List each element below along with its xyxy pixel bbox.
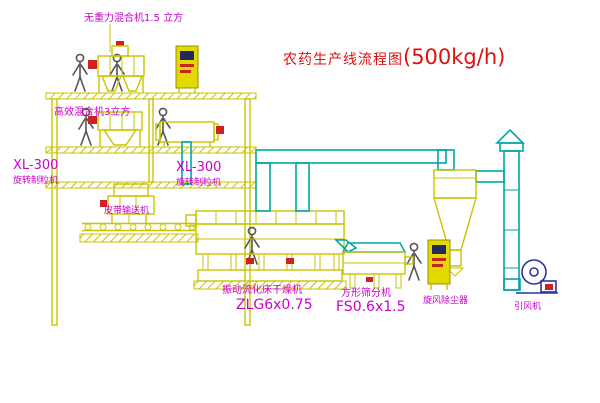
riser-duct (295, 162, 310, 212)
cabinet-screen (432, 245, 446, 254)
page-title: 农药生产线流程图(500kg/h) (283, 45, 505, 69)
control-cabinet (175, 45, 199, 93)
motor (88, 116, 97, 124)
gravity-free-mixer (88, 41, 145, 93)
fluid-bed-dryer (185, 210, 345, 282)
fan-inlet-duct (503, 278, 521, 291)
motor (88, 60, 97, 69)
floor-slab (45, 146, 257, 154)
dryer-base (197, 269, 343, 282)
label-granulator-left-model: XL-300 (13, 158, 58, 173)
column (244, 98, 251, 326)
discharge-flap (445, 267, 465, 277)
cyclone-discharge (448, 249, 462, 267)
spring (230, 253, 237, 271)
high-efficiency-mixer (88, 111, 143, 147)
spring (395, 273, 402, 289)
foundation-hatch (79, 233, 199, 243)
exhaust-stack (495, 128, 525, 291)
belt-conveyor (82, 222, 196, 232)
label-mixer2: 高效混合机3立方 (54, 105, 130, 118)
spring (258, 253, 265, 271)
sieve-outlet (404, 256, 414, 265)
label-granulator-center-model: XL-300 (176, 160, 221, 175)
column (51, 98, 58, 326)
label-granulator-left-name: 旋转制粒机 (13, 174, 58, 186)
vibration-motor (366, 277, 373, 282)
induced-draft-fan (503, 259, 558, 294)
rain-cap (495, 128, 525, 144)
label-fan: 引风机 (514, 300, 541, 312)
worker-figure (406, 242, 422, 281)
label-sieve-name: 方形筛分机 (341, 286, 391, 299)
sieve-feed-chute (334, 239, 358, 253)
building-frame (45, 92, 347, 326)
vibration-motor (286, 258, 294, 264)
motor (100, 200, 107, 207)
screw-feeder (155, 121, 224, 185)
main-duct (255, 149, 447, 164)
square-sieve (334, 239, 414, 289)
exhaust-duct (255, 149, 505, 212)
label-belt-conveyor: 皮带输送机 (104, 204, 149, 216)
floor-slab (45, 181, 257, 189)
floor-slab (45, 92, 257, 100)
spring (202, 253, 209, 271)
riser-duct (255, 162, 271, 212)
fan-motor (540, 280, 557, 293)
label-dust-collector: 旋风除尘器 (423, 294, 468, 306)
title-capacity: (500kg/h) (403, 45, 505, 69)
spring (373, 273, 380, 289)
label-top-mixer: 无重力混合机1.5 立方 (84, 11, 183, 24)
label-granulator-center-name: 旋转制粒机 (176, 176, 221, 188)
column (148, 98, 154, 183)
label-dryer-name: 振动流化床干燥机 (222, 283, 302, 296)
control-cabinet (427, 239, 451, 290)
label-dryer-model: ZLG6x0.75 (236, 297, 313, 313)
granulator (100, 183, 155, 224)
feed-downpipe (181, 141, 192, 185)
cabinet-screen (180, 51, 194, 60)
spring (314, 253, 321, 271)
cyclone-outlet-duct (475, 170, 505, 183)
spring (349, 273, 356, 289)
title-text: 农药生产线流程图 (283, 52, 403, 68)
spring (333, 253, 340, 271)
feed-cap (116, 41, 124, 46)
motor (216, 126, 224, 134)
vibration-motor (246, 258, 254, 264)
worker-figure (72, 53, 88, 92)
label-sieve-model: FS0.6x1.5 (336, 299, 406, 315)
